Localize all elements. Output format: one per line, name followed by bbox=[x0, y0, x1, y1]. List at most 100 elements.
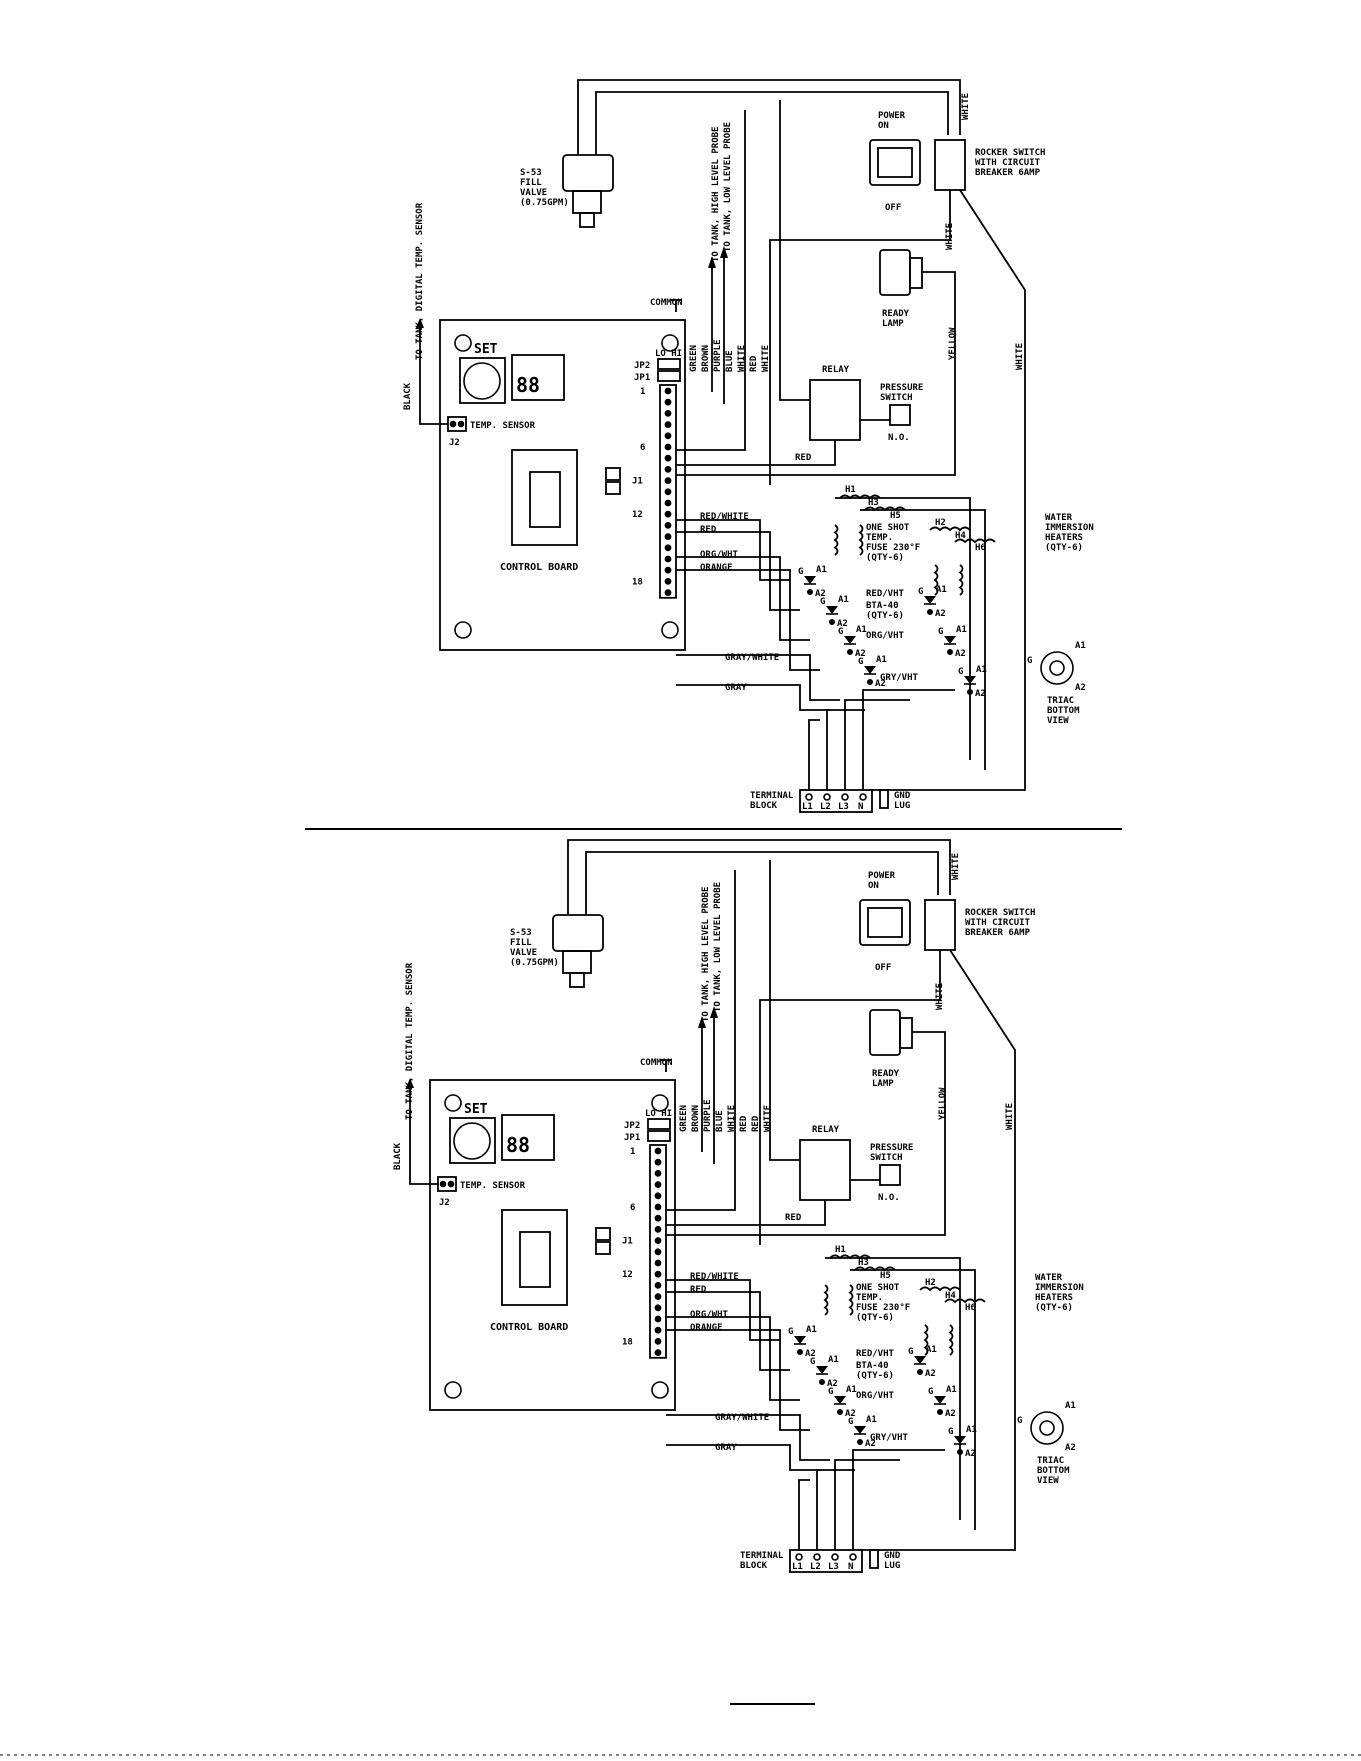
heater-h6-label: H6 bbox=[965, 1303, 976, 1313]
terminal-block-label-line: TERMINAL bbox=[750, 791, 794, 801]
jumper-jp1 bbox=[647, 1130, 671, 1142]
triac-a2-label: A2 bbox=[855, 649, 866, 659]
mounting-hole bbox=[444, 1094, 462, 1112]
junction-dot bbox=[916, 1369, 923, 1376]
fuse-label-line: TEMP. bbox=[856, 1293, 883, 1303]
j1-pin bbox=[664, 398, 672, 406]
gate-wire bbox=[666, 1444, 820, 1471]
heater-h3-label: H3 bbox=[868, 498, 879, 508]
j1-pin bbox=[664, 589, 672, 596]
board-label: CONTROL BOARD bbox=[500, 562, 578, 573]
junction-dot bbox=[936, 1409, 943, 1416]
pressure-switch-label-line: PRESSURE bbox=[870, 1143, 913, 1153]
relay-feed-wire bbox=[769, 860, 800, 1161]
j1-pin bbox=[654, 1192, 662, 1200]
orange-label: ORANGE bbox=[690, 1323, 723, 1333]
terminal-l3-label: L3 bbox=[828, 1562, 839, 1572]
j1-pin bbox=[664, 555, 672, 563]
terminal-screw bbox=[841, 793, 849, 801]
terminal-block bbox=[789, 1549, 863, 1573]
jumper-jp2 bbox=[657, 358, 681, 370]
temp-sensor-label: TEMP. SENSOR bbox=[470, 421, 536, 431]
wire-color-label: GREEN bbox=[679, 1105, 689, 1132]
org-vht-label: ORG/VHT bbox=[866, 631, 905, 641]
j1-pin bbox=[664, 432, 672, 440]
power-switch bbox=[859, 899, 911, 946]
relay-out-wire bbox=[666, 1200, 826, 1226]
rocker-label-line: ROCKER SWITCH bbox=[975, 148, 1045, 158]
fuse-label-line: FUSE 230°F bbox=[866, 543, 920, 553]
power-label-line: POWER bbox=[878, 111, 906, 121]
pin-6-label: 6 bbox=[630, 1203, 635, 1213]
triac-a2-label: A2 bbox=[965, 1449, 976, 1459]
fill-valve-wire bbox=[567, 839, 951, 915]
triac-a1-label: A1 bbox=[828, 1355, 839, 1365]
fill-valve-wire bbox=[577, 79, 961, 155]
led-display bbox=[501, 1114, 555, 1161]
heaters-label-line: WATER bbox=[1035, 1273, 1063, 1283]
j1-terminal-strip bbox=[659, 384, 677, 599]
triac-a1-label: A1 bbox=[976, 665, 987, 675]
relay-label: RELAY bbox=[812, 1125, 840, 1135]
white-wire-label: WHITE bbox=[1005, 1103, 1015, 1130]
j1-pin bbox=[664, 454, 672, 462]
supply-wire bbox=[769, 190, 951, 485]
junction-dot bbox=[866, 678, 873, 685]
j1-pin bbox=[654, 1181, 662, 1188]
terminal-wire bbox=[852, 1449, 945, 1550]
red-wire-label: RED bbox=[785, 1213, 802, 1223]
triac-a2-label: A2 bbox=[837, 619, 848, 629]
fill-valve-label-line: S-53 bbox=[520, 168, 542, 178]
gnd-lug-label-line: LUG bbox=[894, 801, 910, 811]
gate-wire bbox=[676, 569, 820, 671]
triac-a2-label: A2 bbox=[935, 609, 946, 619]
junction-dot bbox=[796, 1349, 803, 1356]
terminal-wire bbox=[844, 699, 910, 790]
gate-wire bbox=[676, 556, 810, 641]
triac-view-label-line: VIEW bbox=[1047, 716, 1069, 726]
yellow-wire-label: YELLOW bbox=[948, 327, 958, 360]
arrowhead bbox=[708, 256, 716, 268]
triac-a2-label: A2 bbox=[845, 1409, 856, 1419]
lo-hi-label: LO HI bbox=[645, 1109, 672, 1119]
triac-a2-label: A2 bbox=[975, 689, 986, 699]
triac-a2-label: A2 bbox=[805, 1349, 816, 1359]
heater-h2-label: H2 bbox=[925, 1278, 936, 1288]
heater-coil bbox=[923, 1324, 929, 1356]
power-off-label: OFF bbox=[875, 963, 891, 973]
j1-pin bbox=[654, 1282, 662, 1289]
triac-gate-label: G bbox=[908, 1347, 913, 1357]
heater-coil bbox=[823, 1284, 829, 1316]
heater-h1-label: H1 bbox=[845, 485, 856, 495]
wire-color-label: BROWN bbox=[701, 345, 711, 372]
triac-symbol bbox=[944, 636, 956, 644]
heater-bus bbox=[835, 497, 971, 760]
terminal-n-label: N bbox=[848, 1562, 853, 1572]
triac-a1-label: A1 bbox=[956, 625, 967, 635]
white-return-wire bbox=[666, 870, 736, 1211]
board-label: CONTROL BOARD bbox=[490, 1322, 568, 1333]
wire-color-label: WHITE bbox=[763, 1105, 773, 1132]
junction-dot bbox=[818, 1379, 825, 1386]
ready-lamp-label-line: READY bbox=[872, 1069, 900, 1079]
set-button bbox=[463, 362, 501, 400]
jp1-label: JP1 bbox=[624, 1133, 640, 1143]
ready-lamp-label-line: READY bbox=[882, 309, 910, 319]
terminal-l2-label: L2 bbox=[810, 1562, 821, 1572]
pin-6-label: 6 bbox=[640, 443, 645, 453]
jumper-jp1 bbox=[657, 370, 681, 382]
terminal-n-label: N bbox=[858, 802, 863, 812]
heater-h2-label: H2 bbox=[935, 518, 946, 528]
terminal-screw bbox=[849, 1553, 857, 1561]
triac-symbol bbox=[954, 1436, 966, 1444]
j1-label: J1 bbox=[632, 477, 643, 487]
triac-gate-label: G bbox=[948, 1427, 953, 1437]
j2-label: J2 bbox=[439, 1198, 450, 1208]
heater-coil bbox=[933, 564, 939, 596]
